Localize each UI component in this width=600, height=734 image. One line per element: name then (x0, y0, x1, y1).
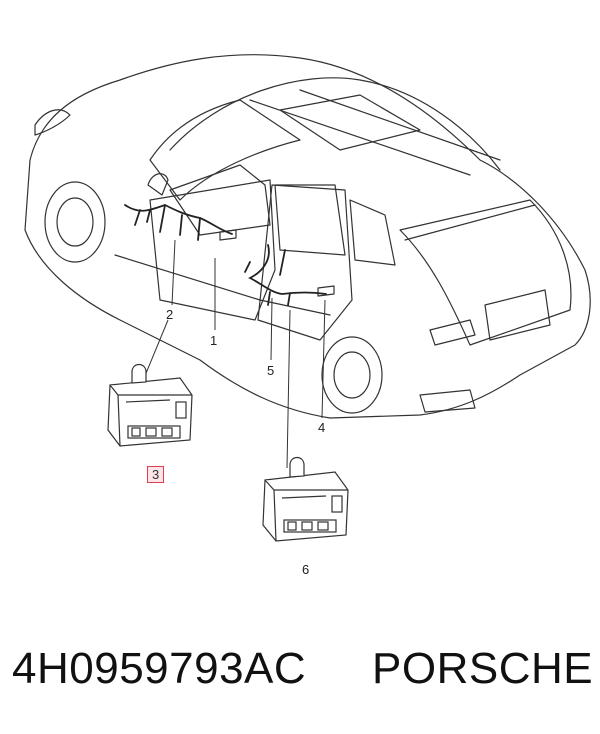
side-mirror (147, 173, 169, 196)
rocker-panel (114, 254, 331, 316)
front-wheel (44, 181, 106, 263)
rear-wheel-rim (333, 351, 371, 399)
car-roof (169, 77, 501, 171)
rear-side-window (274, 184, 346, 256)
license-area (484, 289, 551, 341)
roof-rail-left (249, 99, 471, 176)
footer: 4H0959793AC PORSCHE (0, 644, 600, 714)
rear-door (257, 184, 353, 341)
rear-quarter-window (349, 199, 396, 266)
rear-bumper (419, 389, 476, 413)
vehicle-diagram (24, 54, 591, 542)
leader-line-5 (270, 297, 273, 361)
front-door (149, 179, 276, 321)
tail-light (429, 319, 476, 346)
rear-hatch (399, 199, 572, 346)
front-side-window (169, 164, 271, 236)
callout-6: 6 (302, 562, 310, 577)
sunroof (279, 94, 421, 151)
door-control-module-rear (262, 456, 349, 542)
brand-name: PORSCHE (372, 644, 594, 693)
front-door-harness (124, 204, 233, 235)
front-wheel-rim (56, 197, 94, 247)
front-door-handle (219, 229, 237, 241)
leader-line-6 (286, 309, 291, 469)
leader-line-4 (321, 299, 326, 419)
rear-door-harness (247, 244, 327, 295)
door-control-module-front (107, 363, 193, 447)
part-number: 4H0959793AC (12, 644, 307, 693)
windshield (149, 99, 301, 201)
rear-spoiler (404, 204, 536, 241)
callout-1: 1 (210, 333, 218, 348)
callout-5: 5 (267, 363, 275, 378)
car-body-outline (24, 54, 591, 419)
rear-wheel (321, 336, 383, 414)
headlight (34, 109, 71, 136)
callout-3: 3 (147, 466, 165, 483)
callout-4: 4 (318, 420, 326, 435)
leader-line-2 (171, 239, 176, 306)
callout-2: 2 (166, 307, 174, 322)
roof-rail-right (299, 89, 501, 161)
